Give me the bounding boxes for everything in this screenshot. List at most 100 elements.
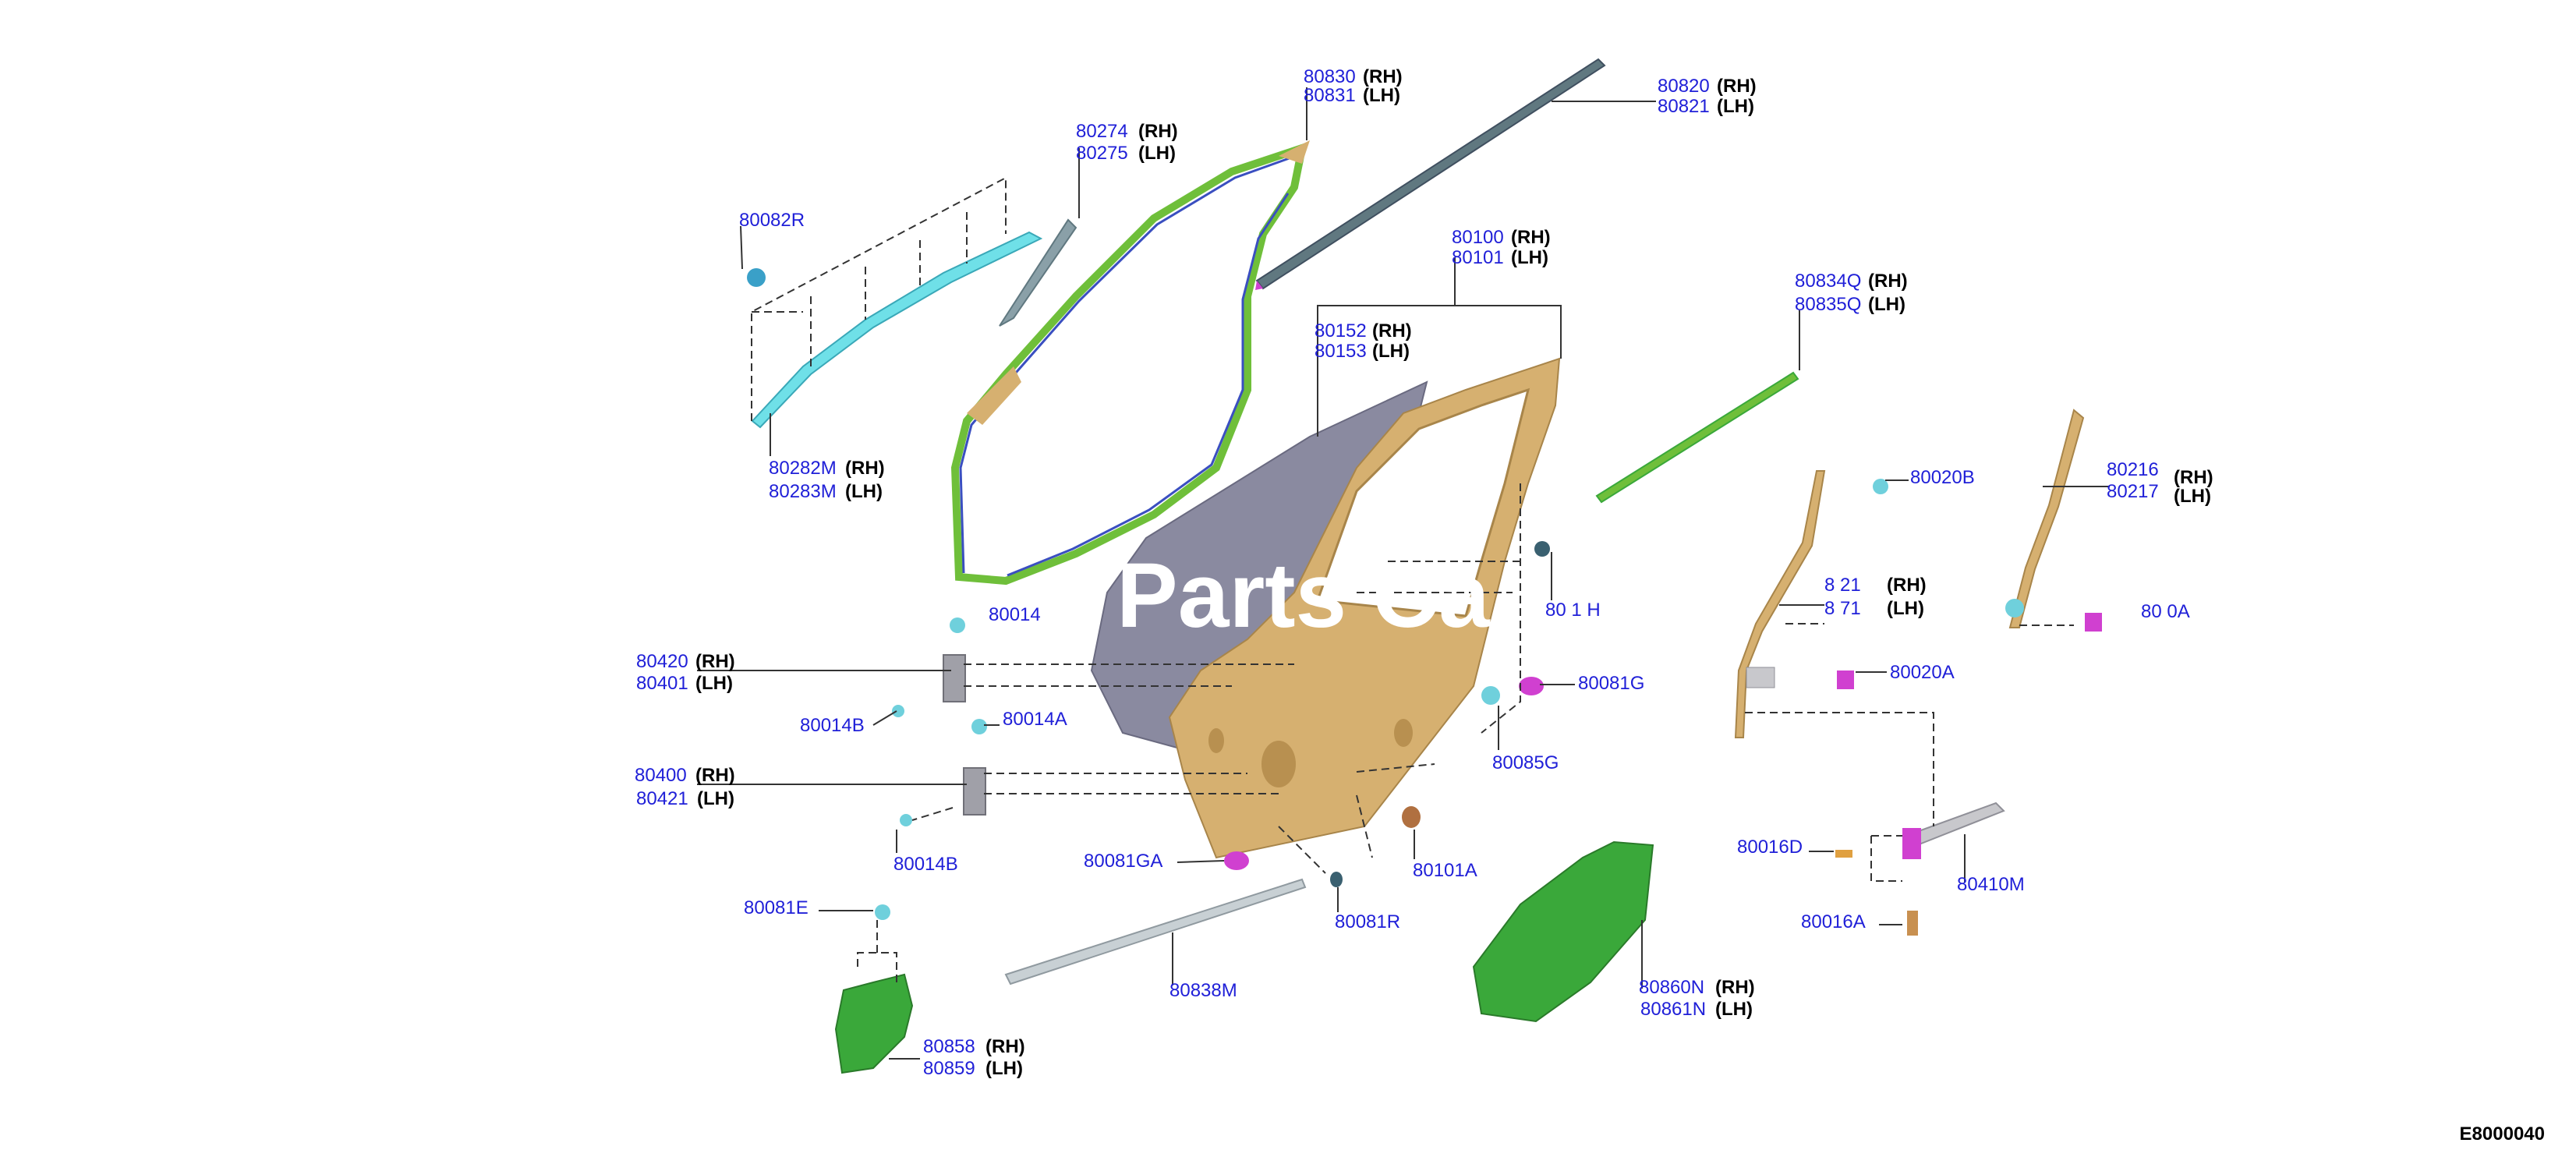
side-label: (LH): [985, 1058, 1023, 1079]
clip[interactable]: [747, 268, 766, 287]
callout-80101a[interactable]: 80101A: [1413, 860, 1477, 881]
side-label: (RH): [1715, 977, 1755, 998]
part-code: 80275: [1076, 143, 1128, 164]
callout-80-0a[interactable]: 80 0A: [2141, 601, 2190, 622]
callout-80016d[interactable]: 80016D: [1737, 837, 1803, 858]
door-weatherstrip-seal: [1007, 193, 1290, 577]
side-label: (RH): [1717, 76, 1757, 97]
callout-80081g[interactable]: 80081G: [1578, 673, 1644, 694]
side-label: (LH): [845, 481, 883, 502]
plug[interactable]: [1519, 677, 1544, 695]
clip[interactable]: [1873, 479, 1888, 494]
callout-80838m[interactable]: 80838M: [1169, 980, 1237, 1001]
part-code: 80861N: [1640, 999, 1706, 1020]
bolt[interactable]: [1907, 911, 1918, 936]
side-label: (RH): [845, 458, 885, 479]
callout-80014[interactable]: 80014: [989, 604, 1041, 625]
bolt[interactable]: [1835, 850, 1852, 858]
rear-channel[interactable]: [2008, 409, 2085, 628]
clip[interactable]: [1481, 686, 1500, 705]
clip[interactable]: [900, 814, 912, 826]
callout-80081e[interactable]: 80081E: [744, 897, 809, 918]
clip[interactable]: [2005, 599, 2024, 617]
door-pad[interactable]: [834, 973, 914, 1074]
callout-80020a[interactable]: 80020A: [1890, 662, 1955, 683]
part-code: 80 0A: [2141, 601, 2190, 622]
clip[interactable]: [950, 617, 965, 633]
part-code: 80014B: [893, 854, 958, 875]
callout-80274[interactable]: 80274 80275 (RH) (LH): [1076, 121, 1178, 164]
side-label: (RH): [2174, 467, 2213, 488]
callout-80016a[interactable]: 80016A: [1801, 911, 1866, 932]
belt-weatherstrip-inner[interactable]: [1595, 371, 1799, 504]
callout-8-21[interactable]: 8 21 8 71 (RH) (LH): [1824, 575, 1927, 619]
callout-80014b-upper[interactable]: 80014B: [800, 715, 865, 736]
clip[interactable]: [892, 705, 904, 717]
part-code: 80016A: [1801, 911, 1866, 932]
callout-80858[interactable]: 80858 80859 (RH) (LH): [923, 1036, 1025, 1079]
part-code: 80859: [923, 1058, 975, 1079]
part-code: 8 71: [1824, 598, 1861, 619]
part-code: 80152: [1315, 320, 1367, 341]
rear-sash[interactable]: [1734, 470, 1826, 738]
callout-80014b-lower[interactable]: 80014B: [893, 854, 958, 875]
part-code: 80838M: [1169, 980, 1237, 1001]
callout-80-1-h[interactable]: 80 1 H: [1545, 600, 1601, 621]
side-label: (RH): [1887, 575, 1927, 596]
side-label: (RH): [1372, 320, 1412, 341]
door-check[interactable]: [1909, 801, 2005, 845]
callout-80216[interactable]: 80216 80217 (RH) (LH): [2107, 459, 2213, 507]
callout-80282m[interactable]: 80282M 80283M (RH) (LH): [769, 458, 885, 502]
part-code: 80401: [636, 673, 688, 694]
callout-80100[interactable]: 80100 80101 (RH) (LH): [1452, 227, 1551, 268]
plug[interactable]: [1330, 872, 1343, 887]
service-hole-cover[interactable]: [1472, 840, 1654, 1023]
callout-80081r[interactable]: 80081R: [1335, 911, 1400, 932]
callout-80082r[interactable]: 80082R: [739, 210, 805, 231]
callout-80085g[interactable]: 80085G: [1492, 752, 1559, 773]
clip[interactable]: [1534, 541, 1550, 557]
callout-80860n[interactable]: 80860N 80861N (RH) (LH): [1639, 977, 1755, 1020]
door-side-molding[interactable]: [1004, 878, 1307, 985]
part-code: 80217: [2107, 481, 2159, 502]
weatherstrip-corner: [1279, 140, 1310, 164]
lower-hinge[interactable]: [963, 767, 986, 816]
part-code: 80101A: [1413, 860, 1477, 881]
part-code: 80835Q: [1795, 294, 1861, 315]
part-code: 80410M: [1957, 874, 2025, 895]
part-code: 80282M: [769, 458, 837, 479]
part-code: 80153: [1315, 341, 1367, 362]
part-code: 80101: [1452, 247, 1504, 268]
plug[interactable]: [1402, 806, 1421, 828]
part-code: 80014B: [800, 715, 865, 736]
callout-80020b[interactable]: 80020B: [1910, 467, 1975, 488]
part-code: 80834Q: [1795, 271, 1861, 292]
part-code: 80860N: [1639, 977, 1704, 998]
callout-80410m[interactable]: 80410M: [1957, 874, 2025, 895]
door-inner-hole: [1208, 728, 1224, 753]
a-pillar-garnish[interactable]: [999, 218, 1077, 327]
plug[interactable]: [2085, 613, 2102, 632]
callout-80081ga[interactable]: 80081GA: [1084, 851, 1162, 872]
upper-hinge[interactable]: [943, 654, 966, 702]
callout-80830[interactable]: 80830 80831 (RH) (LH): [1304, 66, 1403, 106]
part-code: 80014A: [1003, 709, 1067, 730]
side-label: (LH): [1511, 247, 1548, 268]
striker[interactable]: [1746, 667, 1775, 688]
side-label: (LH): [1715, 999, 1753, 1020]
belt-weatherstrip-outer[interactable]: [1255, 58, 1606, 290]
part-code: 80016D: [1737, 837, 1803, 858]
plug[interactable]: [1224, 851, 1249, 870]
callout-80420[interactable]: 80420 80401 (RH) (LH): [636, 651, 735, 694]
door-frame-trim[interactable]: [751, 231, 1043, 429]
clip[interactable]: [971, 719, 987, 734]
part-code: 8 21: [1824, 575, 1861, 596]
plug[interactable]: [1837, 670, 1854, 689]
callout-80820[interactable]: 80820 80821 (RH) (LH): [1658, 76, 1757, 117]
callout-80014a[interactable]: 80014A: [1003, 709, 1067, 730]
callout-80400[interactable]: 80400 80421 (RH) (LH): [635, 765, 735, 809]
callout-80152[interactable]: 80152 80153 (RH) (LH): [1315, 320, 1412, 362]
clip[interactable]: [875, 904, 890, 920]
callout-80834q[interactable]: 80834Q 80835Q (RH) (LH): [1795, 271, 1908, 315]
part-code: 80020A: [1890, 662, 1955, 683]
